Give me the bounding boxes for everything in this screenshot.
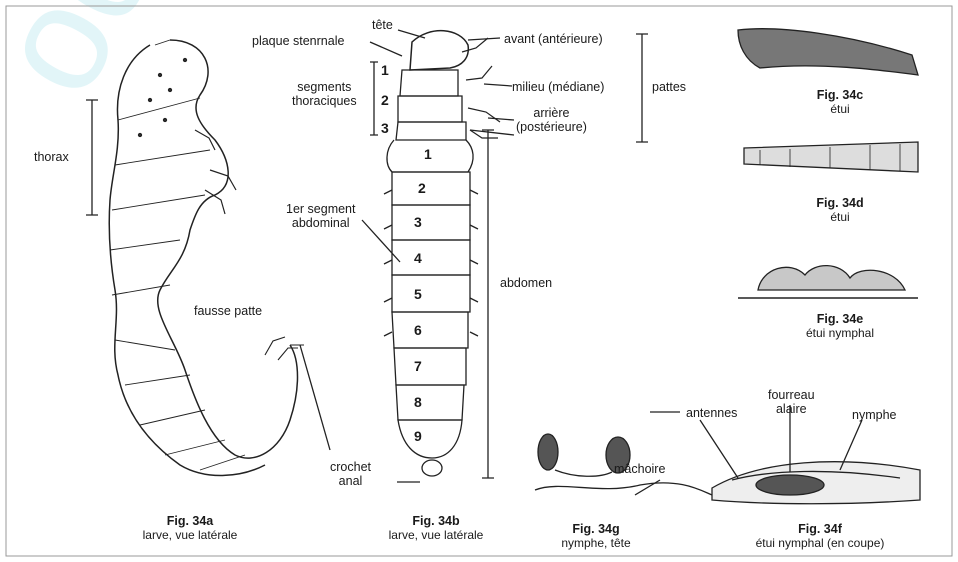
abdominal-number: 9 bbox=[414, 428, 422, 444]
caption-34c-sub: étui bbox=[780, 102, 900, 116]
label-pupa: nymphe bbox=[852, 408, 896, 422]
caption-34c: Fig. 34c étui bbox=[780, 88, 900, 116]
crochet-pointer bbox=[300, 345, 330, 450]
label-head: tête bbox=[372, 18, 393, 32]
label-wing-sheath-line2: alaire bbox=[776, 402, 807, 416]
label-leg-rear: arrière (postérieure) bbox=[516, 106, 587, 134]
caption-34a: Fig. 34a larve, vue latérale bbox=[110, 514, 270, 542]
caption-34b-sub: larve, vue latérale bbox=[356, 528, 516, 542]
thoracic-number: 2 bbox=[381, 92, 389, 108]
thoracic-bracket bbox=[370, 62, 378, 135]
abdominal-number: 6 bbox=[414, 322, 422, 338]
pupal-case-drawing-e bbox=[738, 266, 918, 298]
abdominal-number: 8 bbox=[414, 394, 422, 410]
caption-34e: Fig. 34e étui nymphal bbox=[770, 312, 910, 340]
label-first-abdominal-line1: 1er segment bbox=[286, 202, 355, 216]
label-thorax: thorax bbox=[34, 150, 69, 164]
caption-34d-sub: étui bbox=[780, 210, 900, 224]
label-thoracic-segments-line1: segments bbox=[297, 80, 351, 94]
caption-34f-sub: étui nymphal (en coupe) bbox=[720, 536, 920, 550]
larva-segmented-drawing bbox=[384, 31, 500, 476]
caption-34c-fig: Fig. 34c bbox=[780, 88, 900, 102]
caption-34d-fig: Fig. 34d bbox=[780, 196, 900, 210]
caption-34g-fig: Fig. 34g bbox=[526, 522, 666, 536]
thorax-bracket bbox=[86, 100, 98, 215]
label-thoracic-segments-line2: thoraciques bbox=[292, 94, 357, 108]
abdominal-number: 5 bbox=[414, 286, 422, 302]
label-first-abdominal-line2: abdominal bbox=[292, 216, 350, 230]
label-sternal-plate: plaque stenrnale bbox=[252, 34, 344, 48]
case-drawing-c bbox=[738, 29, 918, 75]
caption-34f-fig: Fig. 34f bbox=[720, 522, 920, 536]
label-wing-sheath: fourreau alaire bbox=[768, 388, 815, 416]
label-anal-hook-line2: anal bbox=[339, 474, 363, 488]
label-false-leg: fausse patte bbox=[194, 304, 262, 318]
label-abdomen: abdomen bbox=[500, 276, 552, 290]
label-anal-hook: crochet anal bbox=[330, 460, 371, 488]
abdomen-bracket bbox=[482, 130, 494, 478]
label-legs: pattes bbox=[652, 80, 686, 94]
caption-34d: Fig. 34d étui bbox=[780, 196, 900, 224]
legs-bracket bbox=[636, 34, 648, 142]
label-leg-rear-line1: arrière bbox=[533, 106, 569, 120]
label-leg-middle: milieu (médiane) bbox=[512, 80, 604, 94]
pupal-case-section-drawing bbox=[712, 462, 920, 504]
abdominal-number: 2 bbox=[418, 180, 426, 196]
jaw-pointer bbox=[635, 480, 660, 495]
abdominal-number: 4 bbox=[414, 250, 422, 266]
thoracic-number: 1 bbox=[381, 62, 389, 78]
caption-34a-fig: Fig. 34a bbox=[110, 514, 270, 528]
plate-pointer bbox=[370, 42, 402, 56]
label-thoracic-segments: segments thoraciques bbox=[292, 80, 357, 108]
label-jaw: mâchoire bbox=[614, 462, 665, 476]
head-pointer bbox=[398, 30, 425, 38]
label-leg-rear-line2: (postérieure) bbox=[516, 120, 587, 134]
label-anal-hook-line1: crochet bbox=[330, 460, 371, 474]
segment-pointer bbox=[362, 220, 400, 262]
larva-lateral-drawing bbox=[109, 40, 304, 476]
case-drawing-d bbox=[744, 142, 918, 172]
leg-pointers bbox=[468, 38, 514, 135]
caption-34g: Fig. 34g nymphe, tête bbox=[526, 522, 666, 550]
caption-34b: Fig. 34b larve, vue latérale bbox=[356, 514, 516, 542]
caption-34e-sub: étui nymphal bbox=[770, 326, 910, 340]
abdominal-number: 7 bbox=[414, 358, 422, 374]
caption-34g-sub: nymphe, tête bbox=[526, 536, 666, 550]
label-leg-front: avant (antérieure) bbox=[504, 32, 603, 46]
abdominal-number: 1 bbox=[424, 146, 432, 162]
caption-34f: Fig. 34f étui nymphal (en coupe) bbox=[720, 522, 920, 550]
label-antennae: antennes bbox=[686, 406, 737, 420]
caption-34a-sub: larve, vue latérale bbox=[110, 528, 270, 542]
label-wing-sheath-line1: fourreau bbox=[768, 388, 815, 402]
label-first-abdominal-segment: 1er segment abdominal bbox=[286, 202, 355, 230]
caption-34b-fig: Fig. 34b bbox=[356, 514, 516, 528]
abdominal-number: 3 bbox=[414, 214, 422, 230]
thoracic-number: 3 bbox=[381, 120, 389, 136]
caption-34e-fig: Fig. 34e bbox=[770, 312, 910, 326]
